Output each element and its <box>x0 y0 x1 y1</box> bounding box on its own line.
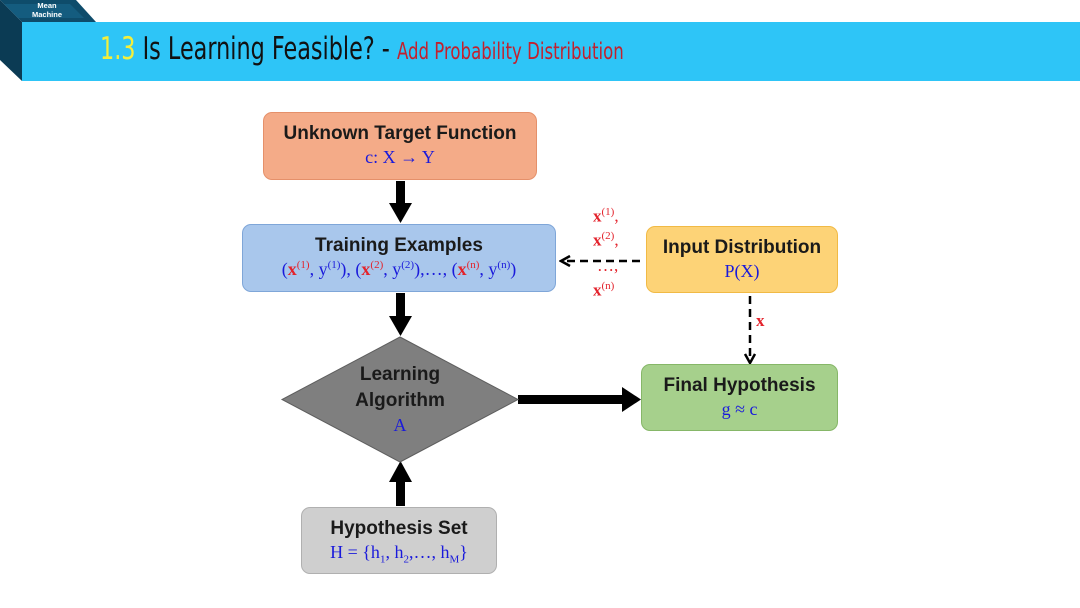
input-distribution-box: Input Distribution P(X) <box>646 226 838 293</box>
final-hypothesis-box: Final Hypothesis g ≈ c <box>641 364 838 431</box>
target-function-box: Unknown Target Function c: X → Y <box>263 112 537 180</box>
input-distribution-title: Input Distribution <box>662 237 822 258</box>
arrow-training-to-algorithm <box>389 293 412 336</box>
algorithm-line-2: Algorithm <box>355 390 445 411</box>
training-examples-expr: (x(1), y(1)), (x(2), y(2)),…, (x(n), y(n… <box>281 259 517 279</box>
final-hypothesis-title: Final Hypothesis <box>663 375 816 396</box>
learning-algorithm-label: Learning Algorithm A <box>300 362 500 436</box>
sample-ellipsis: …, <box>597 256 619 275</box>
logo-tab <box>0 0 96 81</box>
title-banner <box>22 22 1080 81</box>
target-function-title: Unknown Target Function <box>283 123 517 144</box>
sample-x2: x(2), <box>593 230 619 250</box>
hypothesis-set-box: Hypothesis Set H = {h1, h2,…, hM} <box>301 507 497 574</box>
sample-xn: x(n) <box>593 280 615 300</box>
hypothesis-set-title: Hypothesis Set <box>330 518 468 539</box>
arrow-target-to-training <box>389 181 412 223</box>
input-distribution-expr: P(X) <box>724 261 760 281</box>
arrow-hypothesis-to-algorithm <box>389 461 412 506</box>
title-separator: - <box>374 31 397 67</box>
title-subtitle: Add Probability Distribution <box>396 39 624 65</box>
algorithm-line-1: Learning <box>359 364 441 385</box>
sample-x1: x(1), <box>593 206 619 226</box>
logo-line-1: Mean <box>37 1 57 10</box>
page-title: 1.3 Is Learning Feasible? - Add Probabil… <box>100 31 624 75</box>
logo: Mean Machine <box>14 1 80 19</box>
hypothesis-set-expr: H = {h1, h2,…, hM} <box>330 542 468 566</box>
logo-line-2: Machine <box>31 10 62 19</box>
training-examples-title: Training Examples <box>315 235 483 256</box>
title-text: Is Learning Feasible? <box>142 31 375 67</box>
section-number: 1.3 <box>100 31 136 67</box>
target-function-expr: c: X → Y <box>365 147 435 167</box>
algorithm-diamond <box>280 336 520 463</box>
arrow-algorithm-to-final <box>518 387 641 412</box>
edge-label-x: x <box>756 311 765 330</box>
algorithm-expr: A <box>393 415 407 435</box>
training-examples-box: Training Examples (x(1), y(1)), (x(2), y… <box>242 224 556 292</box>
final-hypothesis-expr: g ≈ c <box>721 399 758 419</box>
